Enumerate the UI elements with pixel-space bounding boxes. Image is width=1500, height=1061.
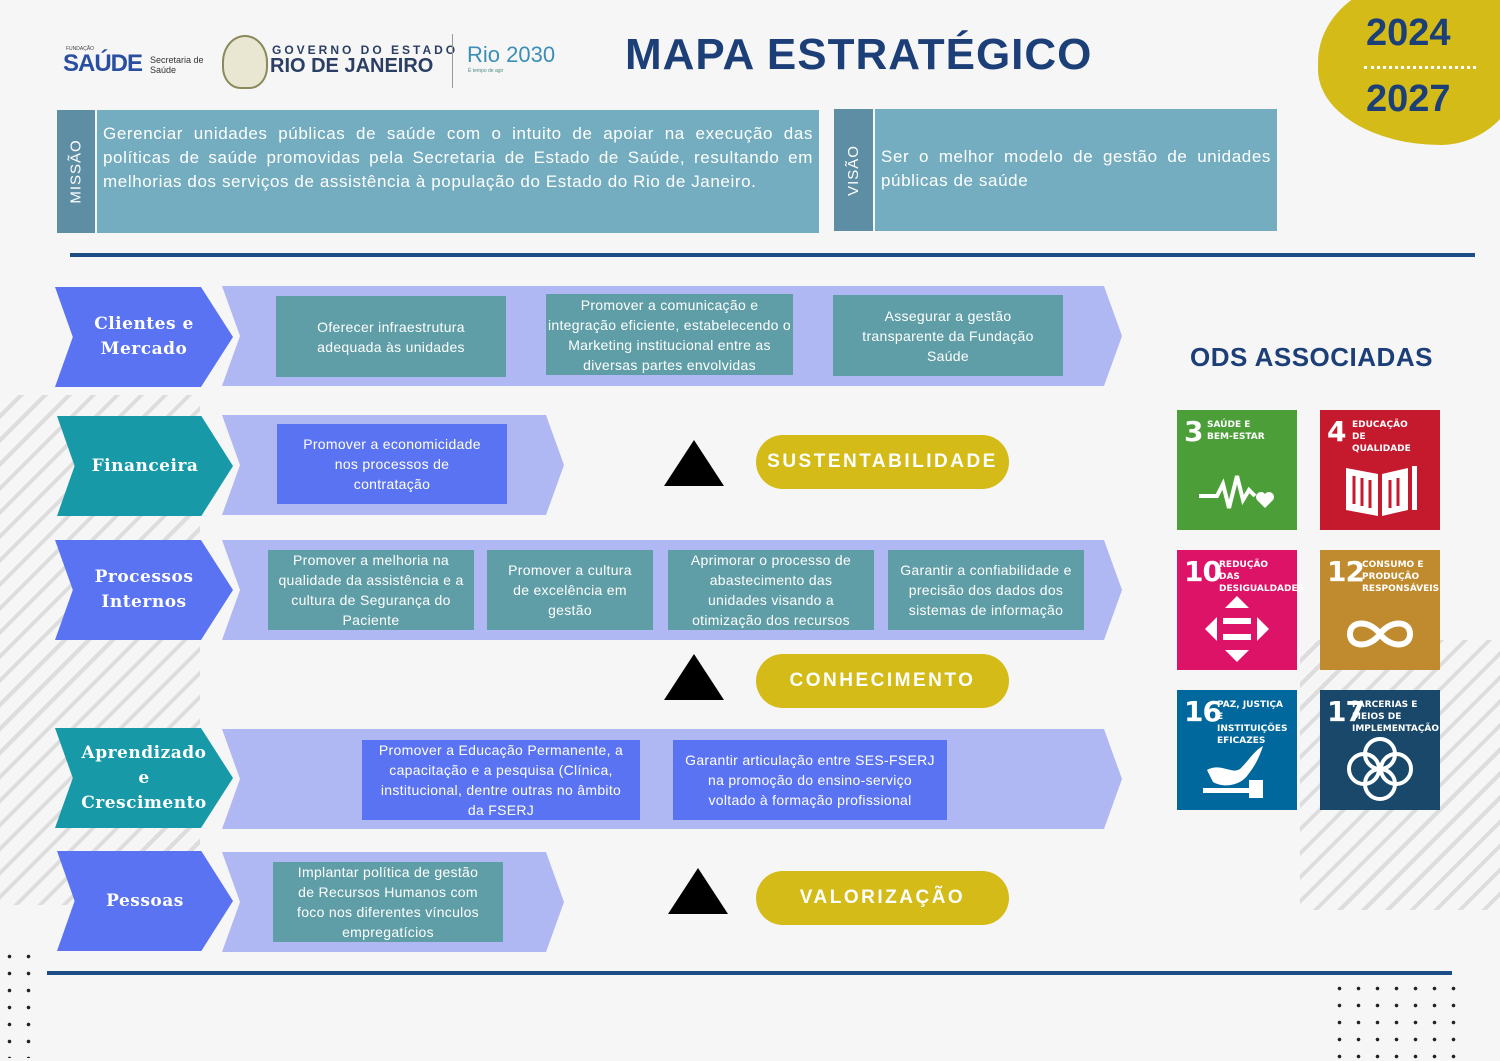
- up-triangle-icon: [664, 440, 724, 486]
- rings-icon: [1347, 737, 1413, 801]
- objective-comunicacao: Promover a comunicação e integração efic…: [546, 294, 793, 375]
- objective-economicidade: Promover a economicidade nos processos d…: [277, 424, 507, 504]
- sdg-number: 17: [1327, 695, 1365, 728]
- objective-recursos-humanos: Implantar política de gestão de Recursos…: [273, 862, 503, 942]
- sdg-label: CONSUMO E PRODUÇÃO RESPONSÁVEIS: [1362, 560, 1440, 594]
- decorative-dots-left: [0, 948, 44, 1058]
- sdg-number: 4: [1327, 415, 1347, 448]
- logo-governo-line2: RIO DE JANEIRO: [270, 55, 434, 77]
- coat-of-arms-icon: [222, 35, 268, 89]
- perspective-processos: Processos Internos: [55, 540, 233, 640]
- mission-text: Gerenciar unidades públicas de saúde com…: [97, 110, 819, 233]
- year-divider: [1364, 66, 1476, 69]
- sdg-3-tile: 3 SAÚDE E BEM-ESTAR: [1177, 410, 1297, 530]
- band-aprendizado: [222, 729, 1122, 829]
- objective-sistemas-informacao: Garantir a confiabilidade e precisão dos…: [888, 550, 1084, 630]
- equality-icon: [1205, 596, 1269, 662]
- perspective-pessoas: Pessoas: [57, 851, 233, 951]
- logo-governo-line1: GOVERNO DO ESTADO: [272, 43, 459, 57]
- heartbeat-icon: [1199, 475, 1274, 509]
- up-triangle-icon: [664, 654, 724, 700]
- objective-ensino-servico: Garantir articulação entre SES-FSERJ na …: [673, 740, 947, 820]
- sdg-label: REDUÇÃO DAS DESIGUALDADES: [1219, 560, 1305, 594]
- mission-label: MISSÃO: [57, 110, 95, 233]
- logo-rio2030-tagline: É tempo de agir: [468, 68, 504, 74]
- value-sustentabilidade: SUSTENTABILIDADE: [756, 435, 1009, 489]
- sdg-label: EDUCAÇÃO DE QUALIDADE: [1352, 420, 1411, 454]
- sdg-number: 12: [1327, 555, 1365, 588]
- sdg-number: 16: [1184, 695, 1222, 728]
- perspective-aprendizado: Aprendizado e Crescimento: [55, 728, 233, 828]
- year-start: 2024: [1366, 12, 1451, 54]
- logo-rio2030: Rio 2030: [467, 42, 556, 67]
- dove-icon: [1203, 746, 1263, 798]
- logo-saude-small: FUNDAÇÃO: [66, 46, 95, 52]
- decorative-dots-right: [1330, 980, 1460, 1060]
- sdg-number: 3: [1184, 415, 1204, 448]
- sdg-10-tile: 10 REDUÇÃO DAS DESIGUALDADES: [1177, 550, 1305, 670]
- sdg-number: 10: [1184, 555, 1222, 588]
- objective-abastecimento: Aprimorar o processo de abastecimento da…: [668, 550, 874, 630]
- logo-fundacao-saude: SAÚDE: [63, 50, 143, 77]
- logo-secretaria: Secretaria de Saúde: [150, 55, 204, 75]
- objective-infraestrutura: Oferecer infraestrutura adequada às unid…: [276, 296, 506, 377]
- sdg-12-tile: 12 CONSUMO E PRODUÇÃO RESPONSÁVEIS: [1320, 550, 1440, 670]
- logo-divider: [452, 34, 453, 88]
- bottom-divider: [47, 971, 1452, 975]
- objective-excelencia-gestao: Promover a cultura de excelência em gest…: [487, 550, 653, 630]
- year-end: 2027: [1366, 78, 1451, 120]
- value-valorizacao: VALORIZAÇÃO: [756, 871, 1009, 925]
- perspective-clientes: Clientes e Mercado: [55, 287, 233, 387]
- sdg-17-tile: 17 PARCERIAS E MEIOS DE IMPLEMENTAÇÃO: [1320, 690, 1440, 810]
- objective-educacao-permanente: Promover a Educação Permanente, a capaci…: [362, 740, 640, 820]
- vision-label: VISÃO: [834, 109, 873, 231]
- sdg-4-tile: 4 EDUCAÇÃO DE QUALIDADE: [1320, 410, 1440, 530]
- sdg-label: PAZ, JUSTIÇA E INSTITUIÇÕES EFICAZES: [1217, 700, 1288, 746]
- top-divider: [70, 253, 1475, 257]
- perspective-financeira: Financeira: [57, 416, 233, 516]
- ods-title: ODS ASSOCIADAS: [1190, 342, 1433, 372]
- objective-gestao-transparente: Assegurar a gestão transparente da Funda…: [833, 295, 1063, 376]
- sdg-label: SAÚDE E BEM-ESTAR: [1207, 420, 1265, 442]
- book-icon: [1346, 466, 1417, 516]
- value-conhecimento: CONHECIMENTO: [756, 654, 1009, 708]
- sdg-label: PARCERIAS E MEIOS DE IMPLEMENTAÇÃO: [1352, 700, 1440, 734]
- infinity-icon: [1346, 620, 1414, 648]
- up-triangle-icon: [668, 868, 728, 914]
- sdg-16-tile: 16 PAZ, JUSTIÇA E INSTITUIÇÕES EFICAZES: [1177, 690, 1297, 810]
- vision-text: Ser o melhor modelo de gestão de unidade…: [875, 109, 1277, 231]
- objective-seguranca-paciente: Promover a melhoria na qualidade da assi…: [268, 550, 474, 630]
- page-title: MAPA ESTRATÉGICO: [625, 30, 1093, 79]
